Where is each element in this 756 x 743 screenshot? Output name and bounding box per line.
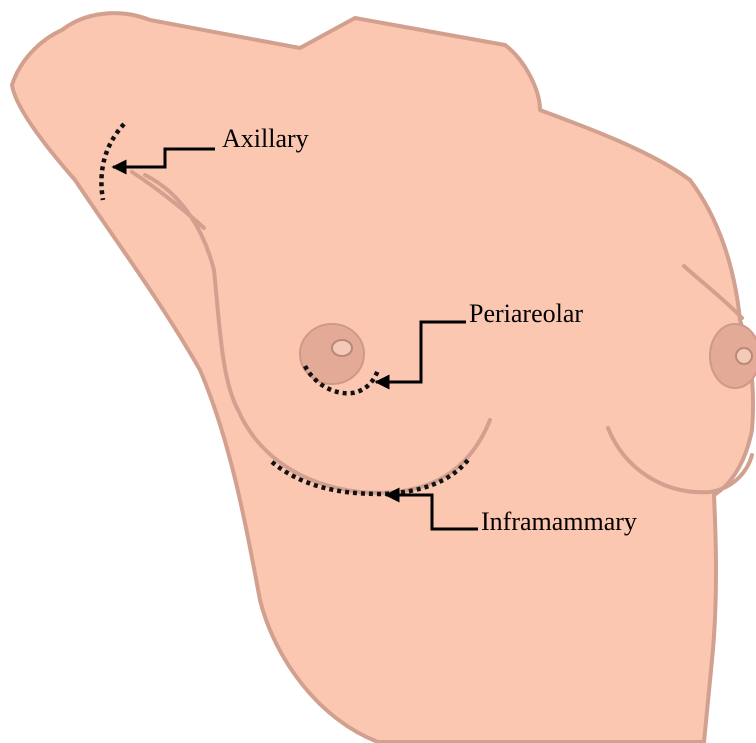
nipple-right: [710, 324, 756, 388]
axillary-label: Axillary: [222, 124, 309, 153]
inframammary-label: Inframammary: [481, 507, 637, 536]
torso-silhouette: [12, 13, 753, 742]
periareolar-label: Periareolar: [469, 299, 583, 328]
